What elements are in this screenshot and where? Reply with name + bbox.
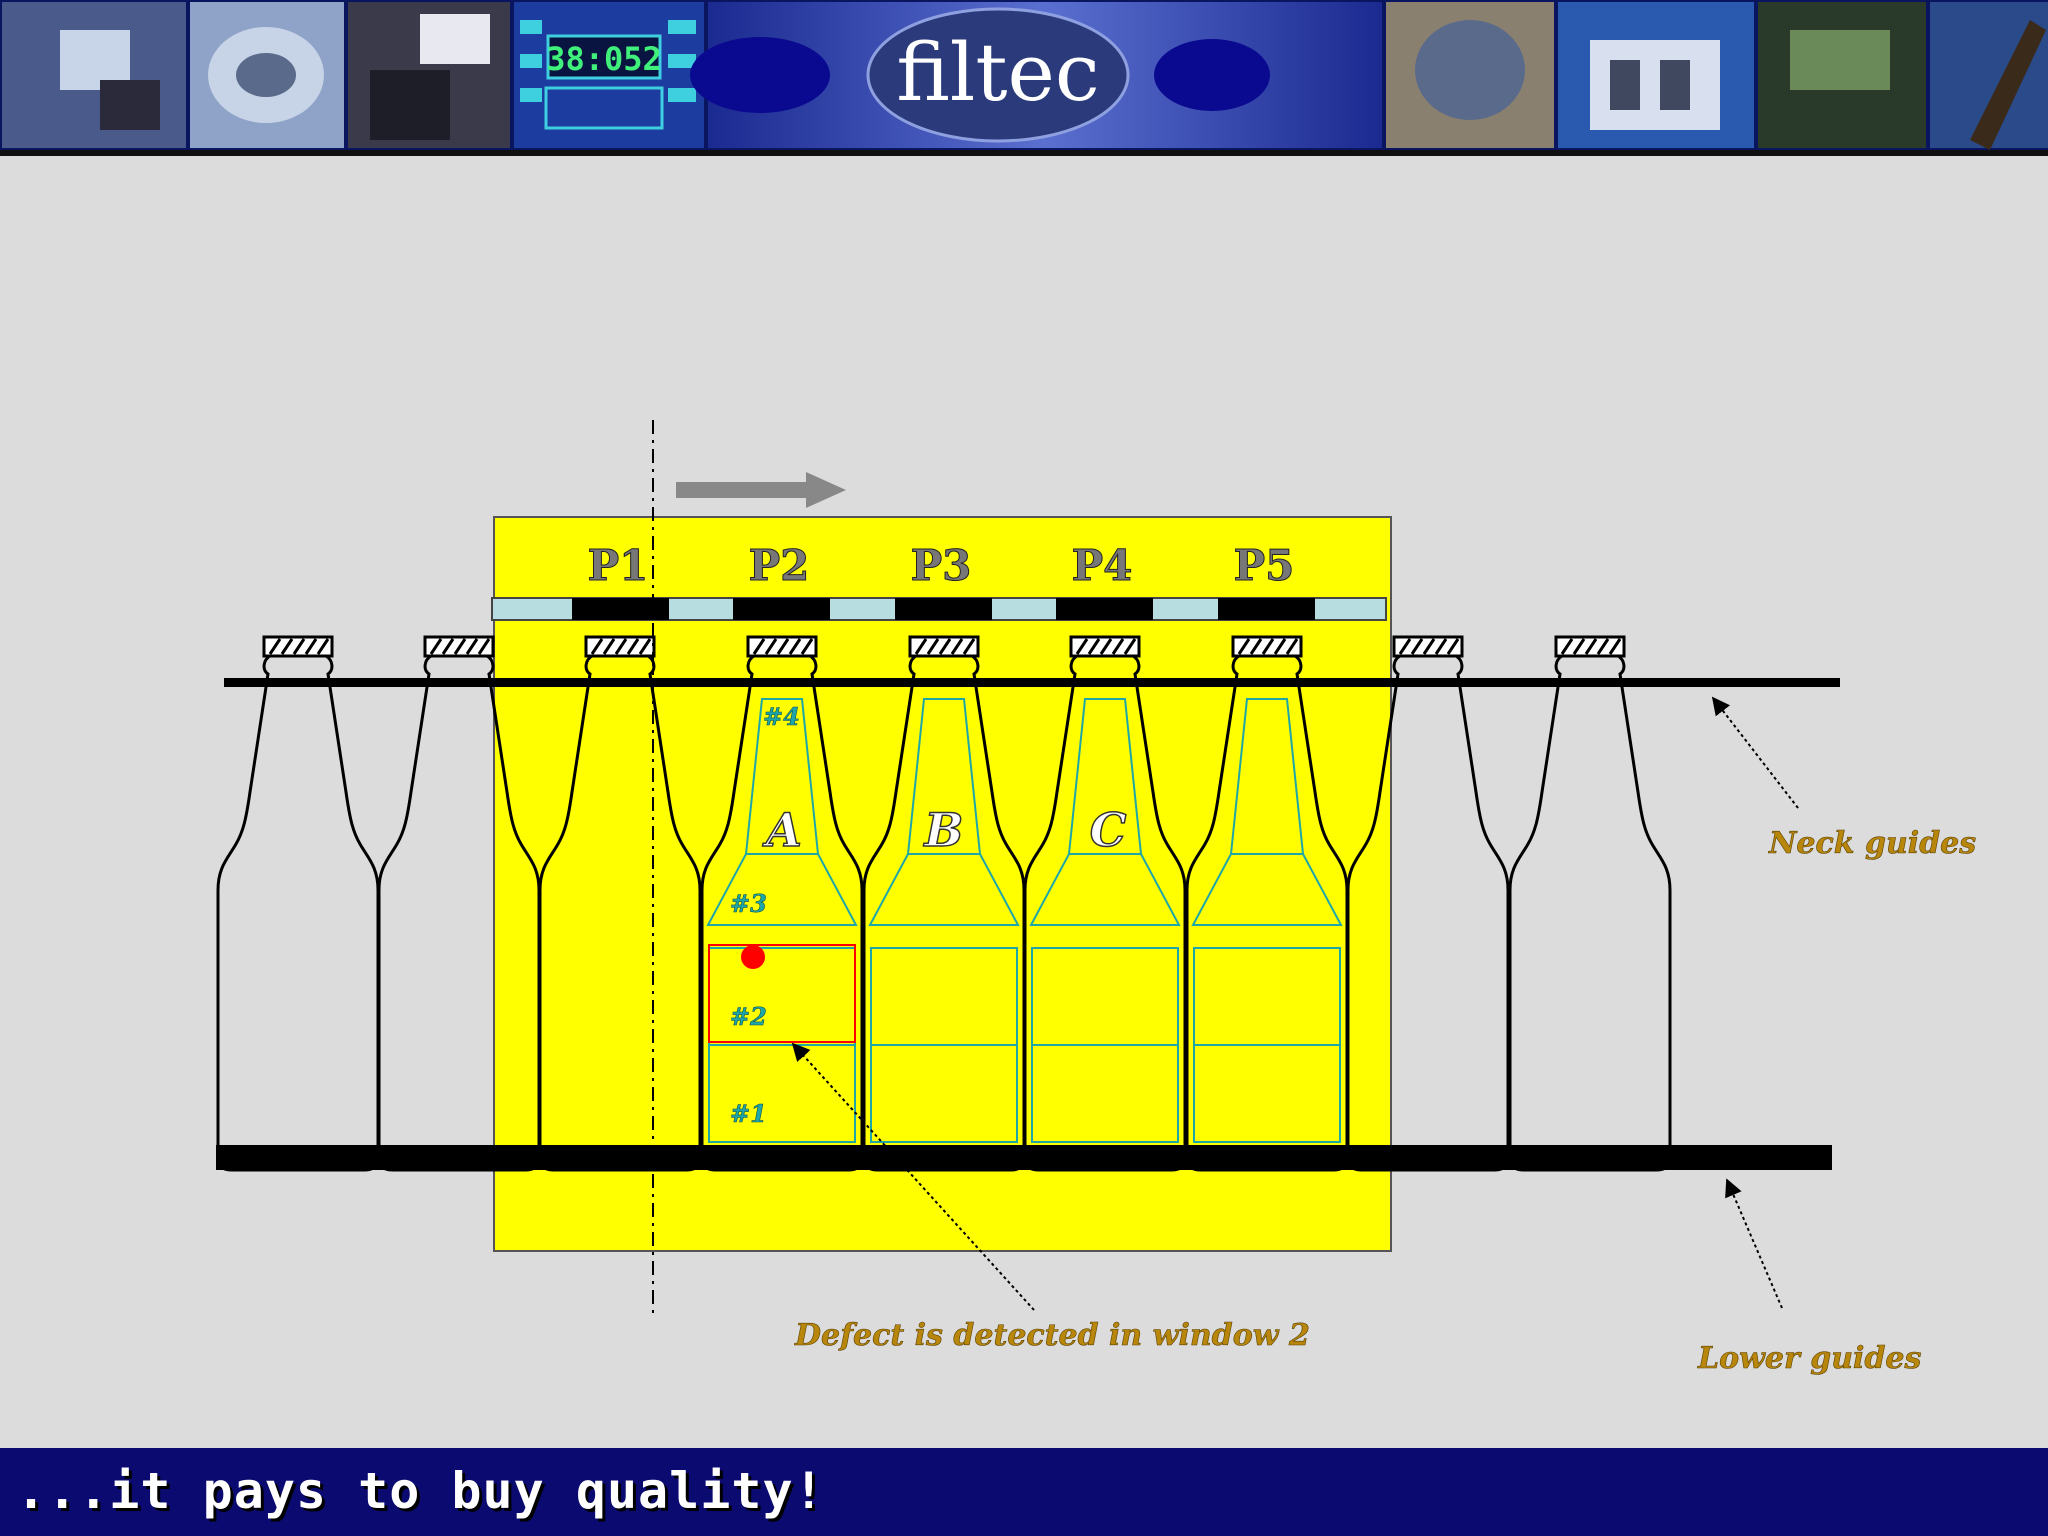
panel-readout: 38:052: [546, 40, 662, 78]
defect-marker: [741, 945, 765, 969]
defect-window-highlight: [708, 944, 856, 1043]
window-label-1: #1: [730, 1099, 767, 1128]
lower-guides-pointer: [1725, 1178, 1783, 1309]
bottle-label-a: A: [762, 803, 802, 857]
bottle-label-b: B: [923, 803, 964, 857]
lower-guide-rail: [216, 1145, 1832, 1170]
filtec-logo: [866, 7, 1130, 143]
footer-tagline: ...it pays to buy quality!: [16, 1462, 825, 1520]
direction-arrow: [676, 472, 846, 508]
position-label-p5: P5: [1234, 541, 1295, 590]
neck-guide-rail: [224, 678, 1840, 687]
lower-guides-label: Lower guides: [1697, 1341, 1922, 1376]
header-banner: 38:052 filtec: [0, 0, 2048, 156]
position-label-p3: P3: [911, 541, 972, 590]
bottle-label-c: C: [1090, 803, 1127, 857]
neck-guides-label: Neck guides: [1768, 826, 1976, 861]
position-labels: P1 P2 P3 P4 P5: [587, 541, 1295, 591]
window-label-2: #2: [730, 1002, 767, 1031]
position-label-p4: P4: [1072, 541, 1133, 590]
bottle-outline: [216, 635, 380, 1172]
position-label-p1: P1: [588, 541, 649, 590]
header-graphic: 38:052 filtec: [0, 0, 2048, 156]
bottle-outline: [1508, 635, 1672, 1172]
inspection-zone: [493, 516, 1392, 1252]
footer-banner: ...it pays to buy quality!: [0, 1448, 2048, 1536]
position-bar: [491, 597, 1387, 621]
position-label-p2: P2: [749, 541, 810, 590]
defect-caption: Defect is detected in window 2: [794, 1318, 1310, 1353]
brand-name: filtec: [896, 26, 1099, 119]
window-label-3: #3: [730, 889, 767, 918]
neck-guides-pointer: [1711, 696, 1799, 809]
window-label-4: #4: [763, 702, 800, 731]
